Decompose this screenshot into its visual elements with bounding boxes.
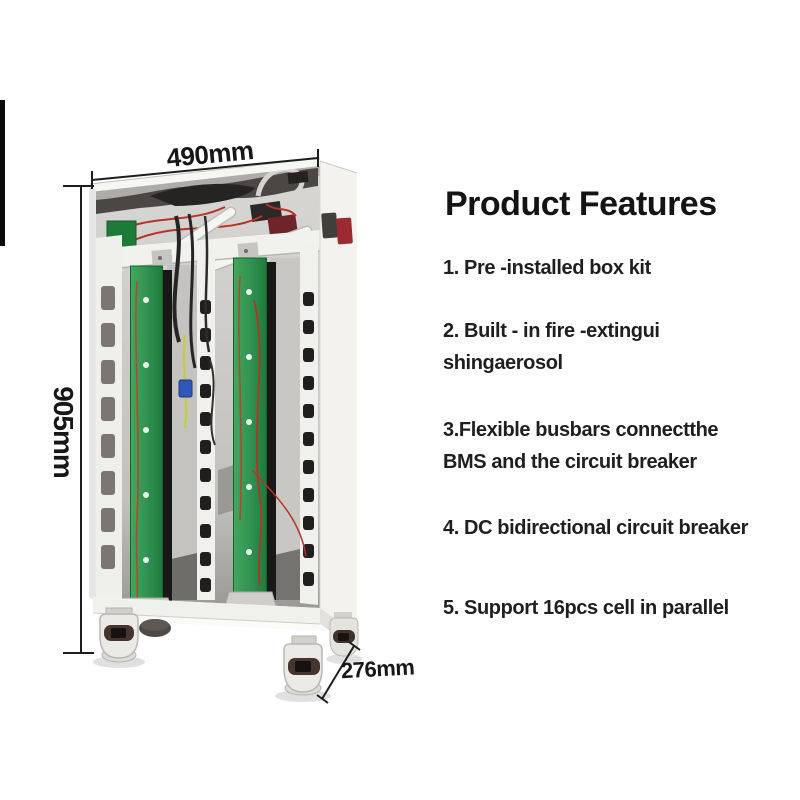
feature-item-1: 1. Pre -installed box kit	[443, 257, 651, 279]
cabinet-left-edge	[89, 184, 96, 601]
depth-dimension-label: 276mm	[340, 654, 415, 684]
height-dimension-line	[63, 185, 94, 654]
feature-item-2-line-2: shingaerosol	[443, 352, 563, 374]
dc-breaker-handle	[336, 217, 353, 245]
cabinet-top-lip	[90, 158, 320, 192]
feature-item-3-line-2: BMS and the circuit breaker	[443, 451, 697, 473]
features-title: Product Features	[445, 185, 717, 223]
caster-rear-right	[326, 612, 362, 664]
cabinet-enclosure	[89, 157, 362, 702]
caster-front-right	[275, 635, 331, 702]
feature-item-5: 5. Support 16pcs cell in parallel	[443, 597, 729, 619]
depth-dimension-line	[316, 641, 361, 704]
feature-item-2-line-1: 2. Built - in fire -extingui	[443, 320, 660, 342]
caster-front-left	[93, 607, 145, 668]
feature-item-4: 4. DC bidirectional circuit breaker	[443, 517, 748, 539]
blue-connector	[178, 379, 193, 398]
height-dimension-label: 905mm	[48, 386, 79, 478]
feature-item-3-line-1: 3.Flexible busbars connectthe	[443, 419, 719, 441]
hanging-wires	[172, 213, 216, 446]
slotted-rack-columns	[96, 235, 318, 605]
pcb-bar-right	[224, 257, 307, 607]
cabinet-right-panel	[319, 160, 358, 641]
leveling-foot-pad	[139, 619, 171, 637]
left-edge-artifact-bar	[0, 100, 5, 246]
dimension-lines	[63, 149, 361, 704]
features-panel: Product Features 1. Pre -installed box k…	[443, 0, 795, 800]
